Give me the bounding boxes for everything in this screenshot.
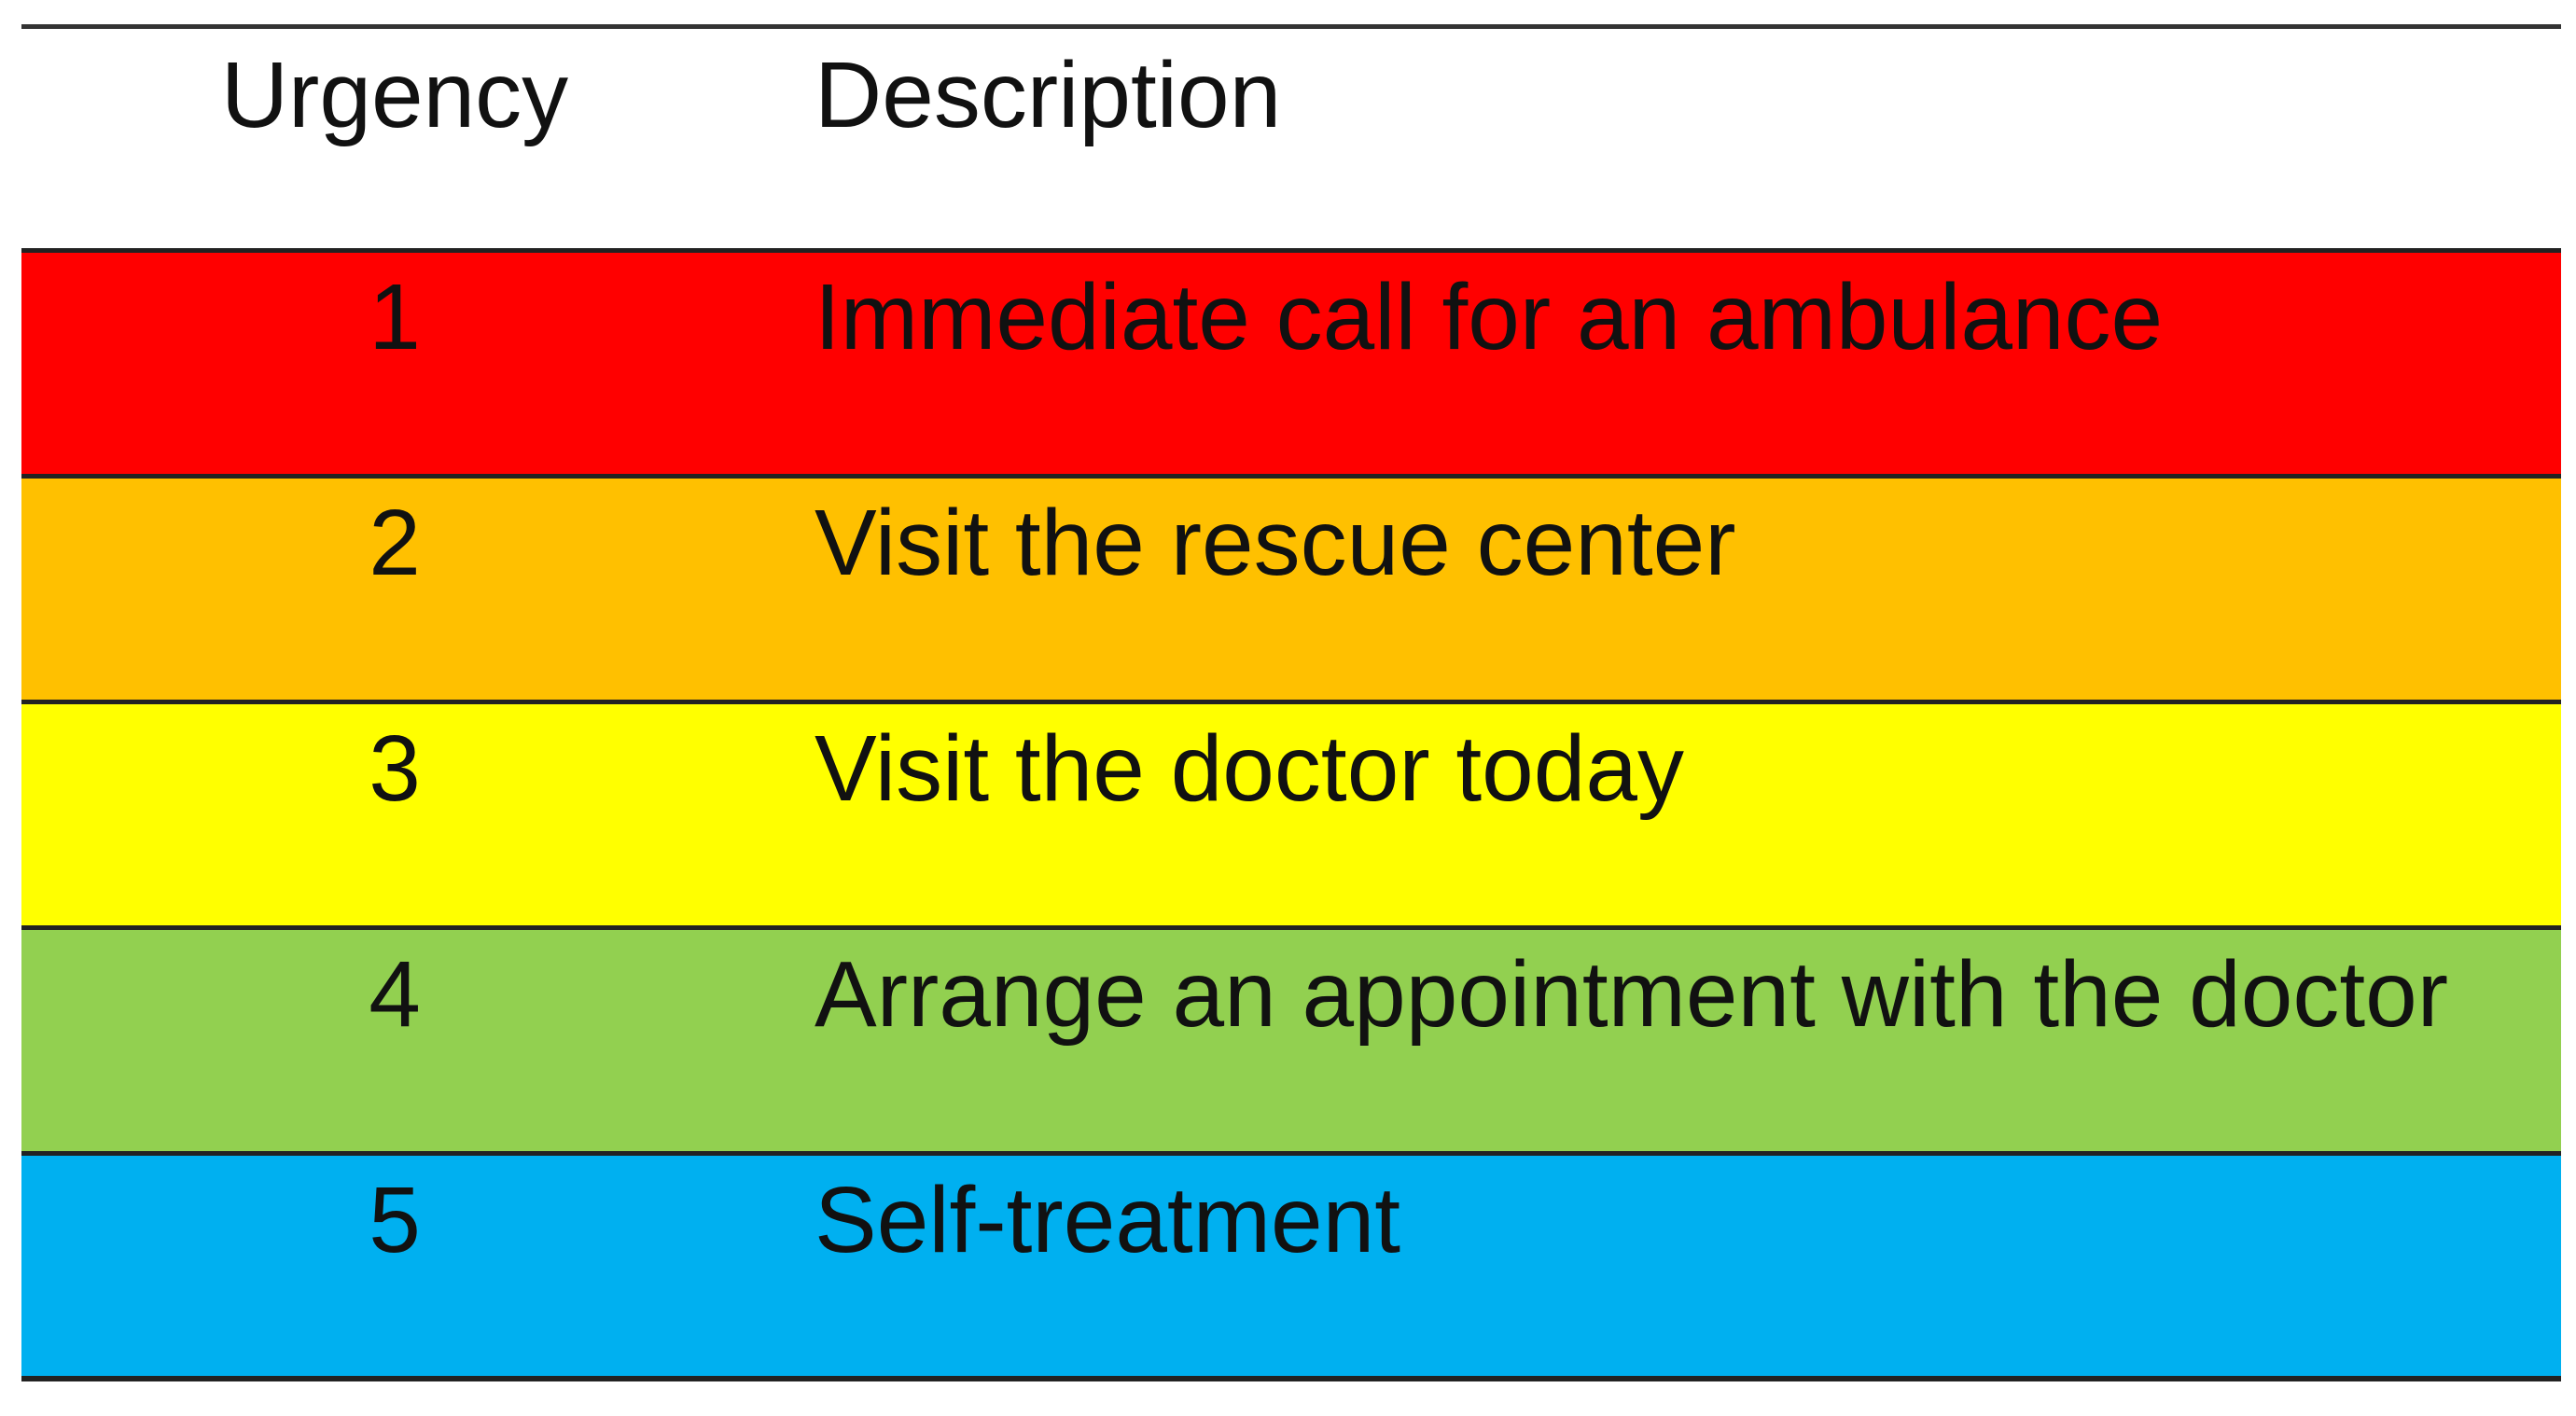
description-cell: Self-treatment	[815, 1168, 1401, 1272]
urgency-table: Urgency Description 1 Immediate call for…	[21, 24, 2561, 1381]
table-row: 5 Self-treatment	[21, 1156, 2561, 1381]
header-description: Description	[815, 43, 1282, 147]
description-cell: Immediate call for an ambulance	[815, 265, 2164, 369]
table-header: Urgency Description	[21, 29, 2561, 253]
table-row: 4 Arrange an appointment with the doctor	[21, 930, 2561, 1156]
description-cell: Arrange an appointment with the doctor	[815, 942, 2449, 1047]
urgency-cell: 1	[369, 265, 421, 369]
urgency-cell: 3	[369, 716, 421, 821]
table-row: 1 Immediate call for an ambulance	[21, 253, 2561, 479]
header-urgency: Urgency	[220, 43, 569, 147]
urgency-cell: 2	[369, 491, 421, 595]
urgency-cell: 4	[369, 942, 421, 1047]
urgency-cell: 5	[369, 1168, 421, 1272]
table-row: 3 Visit the doctor today	[21, 704, 2561, 930]
table-row: 2 Visit the rescue center	[21, 479, 2561, 704]
table-top-rule	[21, 24, 2561, 29]
description-cell: Visit the doctor today	[815, 716, 1685, 821]
description-cell: Visit the rescue center	[815, 491, 1736, 595]
